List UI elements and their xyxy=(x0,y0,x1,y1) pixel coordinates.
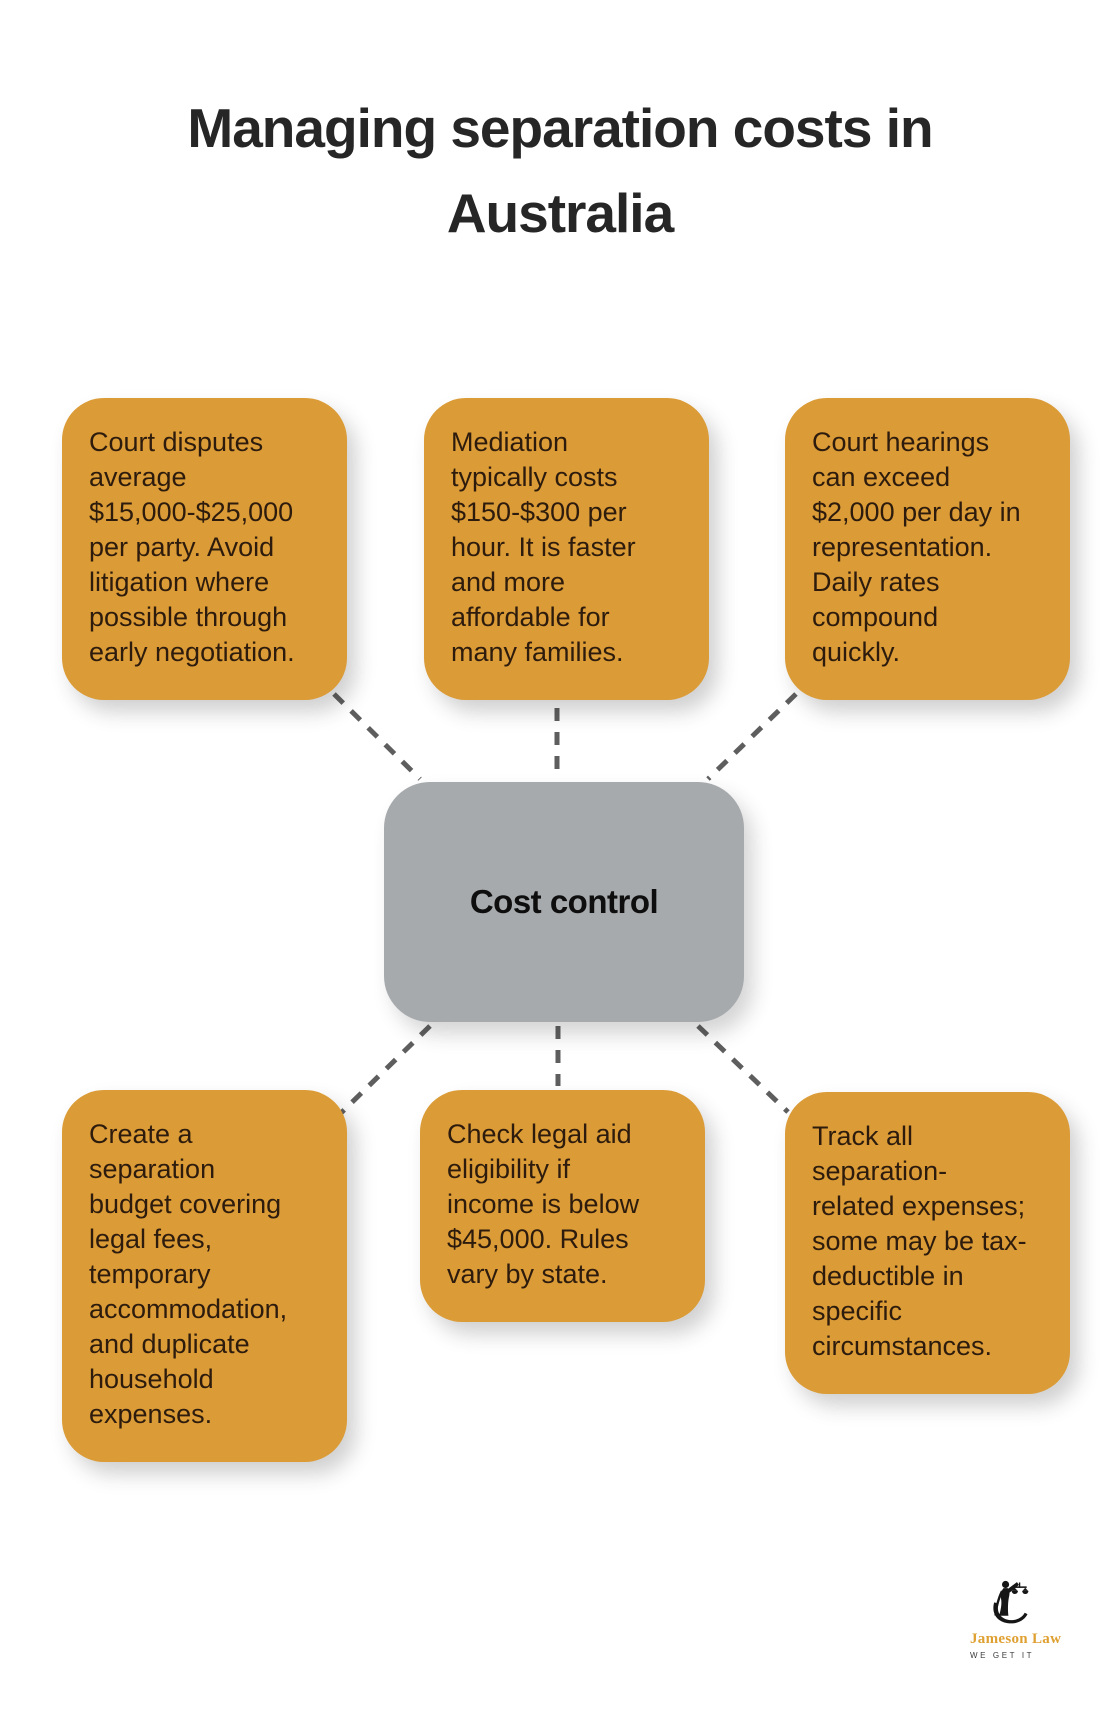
info-box-text: Check legal aid eligibility if income is… xyxy=(447,1119,640,1289)
connector-line xyxy=(332,692,422,781)
info-box-text: Court disputes average $15,000-$25,000 p… xyxy=(89,427,295,667)
connector-line xyxy=(706,692,798,781)
info-box-separation-budget: Create a separation budget covering lega… xyxy=(62,1090,347,1462)
info-box-court-disputes: Court disputes average $15,000-$25,000 p… xyxy=(62,398,347,700)
brand-logo: Jameson Law WE GET IT xyxy=(970,1578,1090,1660)
connector-line xyxy=(696,1024,790,1114)
brand-tagline: WE GET IT xyxy=(970,1651,1035,1660)
info-box-text: Create a separation budget covering lega… xyxy=(89,1119,288,1429)
info-box-court-hearings: Court hearings can exceed $2,000 per day… xyxy=(785,398,1070,700)
center-node: Cost control xyxy=(384,782,744,1022)
info-box-text: Track all separation- related expenses; … xyxy=(812,1121,1027,1361)
center-node-label: Cost control xyxy=(469,883,659,920)
info-box-text: Mediation typically costs $150-$300 per … xyxy=(451,427,636,667)
info-box-text: Court hearings can exceed $2,000 per day… xyxy=(812,427,1021,667)
page-title: Managing separation costs in Australia xyxy=(187,97,933,244)
info-box-mediation: Mediation typically costs $150-$300 per … xyxy=(424,398,709,700)
info-box-expense-tracking: Track all separation- related expenses; … xyxy=(785,1092,1070,1394)
connector-line xyxy=(338,1024,432,1116)
brand-name: Jameson Law xyxy=(970,1631,1062,1647)
lady-justice-logo-icon xyxy=(993,1580,1029,1624)
info-box-legal-aid: Check legal aid eligibility if income is… xyxy=(420,1090,705,1322)
